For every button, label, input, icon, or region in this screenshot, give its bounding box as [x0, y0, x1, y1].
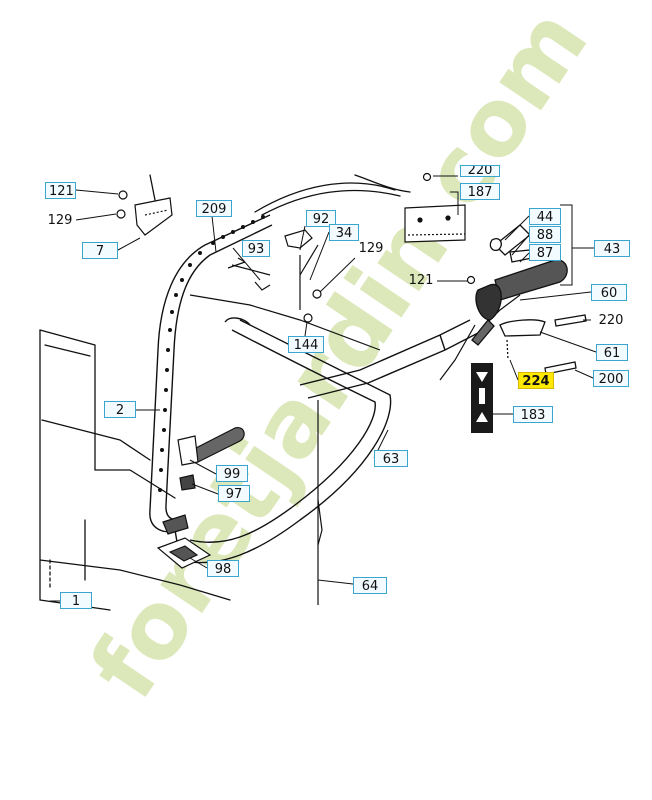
- label-97: 97: [218, 485, 250, 502]
- label-220-top: 220: [460, 165, 500, 177]
- label-224-highlighted: 224: [518, 372, 554, 389]
- svg-text:foretjardin.com: foretjardin.com: [70, 0, 609, 717]
- leader-lines: [50, 175, 597, 602]
- label-64: 64: [353, 577, 387, 594]
- handle-tube-part-63: [174, 317, 479, 564]
- handlebar-holes: [158, 215, 265, 492]
- sticker-part-183: [471, 363, 493, 433]
- label-200: 200: [593, 370, 629, 387]
- label-1: 1: [60, 592, 92, 609]
- label-87: 87: [529, 244, 561, 261]
- label-2: 2: [104, 401, 136, 418]
- label-93: 93: [242, 240, 270, 257]
- label-92: 92: [306, 210, 336, 227]
- label-121-right: 121: [408, 273, 434, 288]
- label-187: 187: [460, 183, 500, 200]
- label-209: 209: [196, 200, 232, 217]
- label-129-right: 129: [358, 241, 384, 256]
- control-rods: [189, 244, 521, 605]
- label-63: 63: [374, 450, 408, 467]
- label-121-left: 121: [45, 182, 76, 199]
- label-44: 44: [529, 208, 561, 225]
- label-88: 88: [529, 226, 561, 243]
- label-7: 7: [82, 242, 118, 259]
- label-144: 144: [288, 336, 324, 353]
- watermark-logo: foretjardin.com: [70, 0, 609, 717]
- label-34: 34: [329, 224, 359, 241]
- label-99: 99: [216, 465, 248, 482]
- label-220-right: 220: [598, 313, 624, 328]
- label-183: 183: [513, 406, 553, 423]
- label-60: 60: [591, 284, 627, 301]
- label-98: 98: [207, 560, 239, 577]
- label-43: 43: [594, 240, 630, 257]
- small-parts: [116, 172, 476, 323]
- label-61: 61: [596, 344, 628, 361]
- grip-and-base: [156, 426, 245, 569]
- throttle-assembly-part-43: [471, 224, 587, 375]
- label-129-left: 129: [47, 213, 73, 228]
